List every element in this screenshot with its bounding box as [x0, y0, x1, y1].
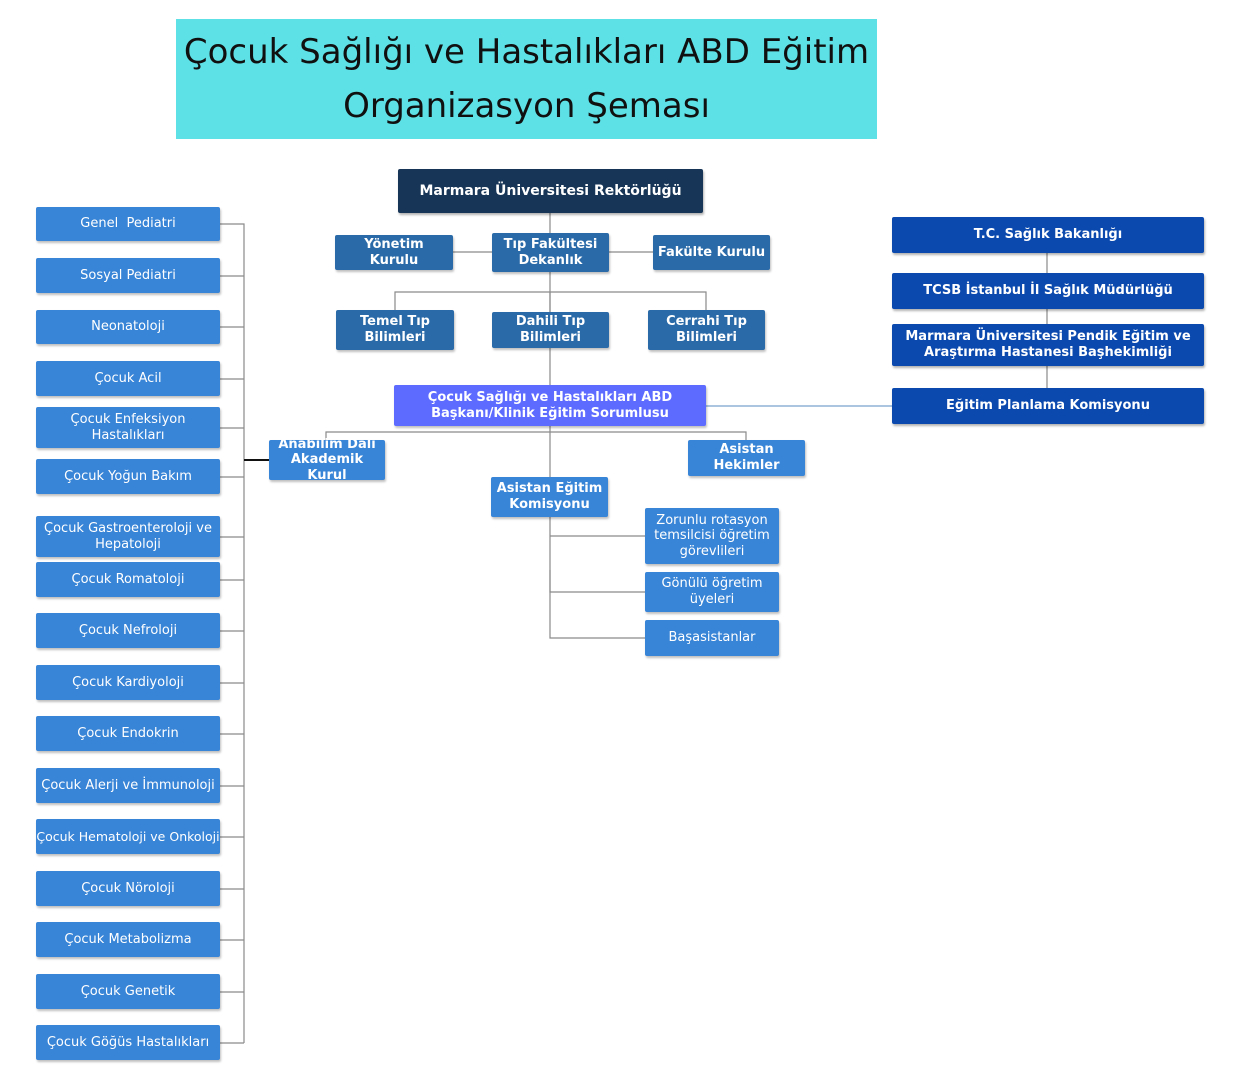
- dept-cocuk-acil: Çocuk Acil: [36, 361, 220, 396]
- dept-sosyal-pediatri: Sosyal Pediatri: [36, 258, 220, 293]
- node-dahili-tip: Dahili Tıp Bilimleri: [492, 312, 609, 348]
- connector-dept-ticks: [220, 275, 244, 1044]
- dept-neonatoloji: Neonatoloji: [36, 310, 220, 344]
- title-line-1: Çocuk Sağlığı ve Hastalıkları ABD Eğitim: [183, 32, 870, 72]
- node-akademik-kurul: Anabilim Dalı Akademik Kurul: [269, 437, 385, 483]
- node-saglik-bakanligi: T.C. Sağlık Bakanlığı: [892, 217, 1204, 253]
- node-yonetim-kurulu: Yönetim Kurulu: [335, 235, 453, 270]
- dept-alerji-immunoloji: Çocuk Alerji ve İmmunoloji: [36, 768, 220, 803]
- node-il-saglik: TCSB İstanbul İl Sağlık Müdürlüğü: [892, 273, 1204, 309]
- node-egitim-planlama: Eğitim Planlama Komisyonu: [892, 388, 1204, 424]
- connector-aek-gonullu: [549, 570, 645, 593]
- dept-yogun-bakim: Çocuk Yoğun Bakım: [36, 459, 220, 494]
- node-dekanlik: Tıp Fakültesi Dekanlık: [492, 233, 609, 272]
- node-gonullu-ogretim: Gönülü öğretim üyeleri: [645, 572, 779, 612]
- dept-gastroenteroloji: Çocuk Gastroenteroloji ve Hepatoloji: [36, 516, 220, 557]
- dept-hematoloji-onkoloji: Çocuk Hematoloji ve Onkoloji: [36, 819, 220, 854]
- node-rektorluk: Marmara Üniversitesi Rektörlüğü: [398, 169, 703, 213]
- dept-genel-pediatri: Genel Pediatri: [36, 207, 220, 241]
- dept-endokrin: Çocuk Endokrin: [36, 716, 220, 751]
- node-basasistanlar: Başasistanlar: [645, 620, 779, 656]
- connector-aek-spine: [549, 517, 645, 639]
- node-temel-tip: Temel Tıp Bilimleri: [336, 310, 454, 350]
- dept-enfeksiyon: Çocuk Enfeksiyon Hastalıkları: [36, 407, 220, 448]
- dept-kardiyoloji: Çocuk Kardiyoloji: [36, 665, 220, 700]
- chart-title-text: Çocuk Sağlığı ve Hastalıkları ABD Eğitim…: [184, 25, 869, 133]
- node-asistan-hekimler: Asistan Hekimler: [688, 440, 805, 476]
- node-abd-baskani: Çocuk Sağlığı ve Hastalıkları ABD Başkan…: [394, 385, 706, 426]
- dept-nefroloji: Çocuk Nefroloji: [36, 613, 220, 648]
- node-pendik-hastanesi: Marmara Üniversitesi Pendik Eğitim ve Ar…: [892, 324, 1204, 366]
- node-cerrahi-tip: Cerrahi Tıp Bilimleri: [648, 310, 765, 350]
- chart-title: Çocuk Sağlığı ve Hastalıkları ABD Eğitim…: [176, 19, 877, 139]
- node-zorunlu-rotasyon: Zorunlu rotasyon temsilcisi öğretim göre…: [645, 508, 779, 564]
- connector-head-branch: [325, 431, 747, 440]
- dept-gogus-hastaliklari: Çocuk Göğüs Hastalıkları: [36, 1025, 220, 1060]
- dept-noroloji: Çocuk Nöroloji: [36, 871, 220, 906]
- connector-dept-bracket: [220, 223, 245, 1043]
- node-asistan-egitim-komisyonu: Asistan Eğitim Komisyonu: [491, 477, 608, 517]
- title-line-2: Organizasyon Şeması: [343, 86, 710, 126]
- dept-metabolizma: Çocuk Metabolizma: [36, 922, 220, 957]
- dept-romatoloji: Çocuk Romatoloji: [36, 562, 220, 597]
- dept-genetik: Çocuk Genetik: [36, 974, 220, 1009]
- node-fakulte-kurulu: Fakülte Kurulu: [653, 235, 770, 270]
